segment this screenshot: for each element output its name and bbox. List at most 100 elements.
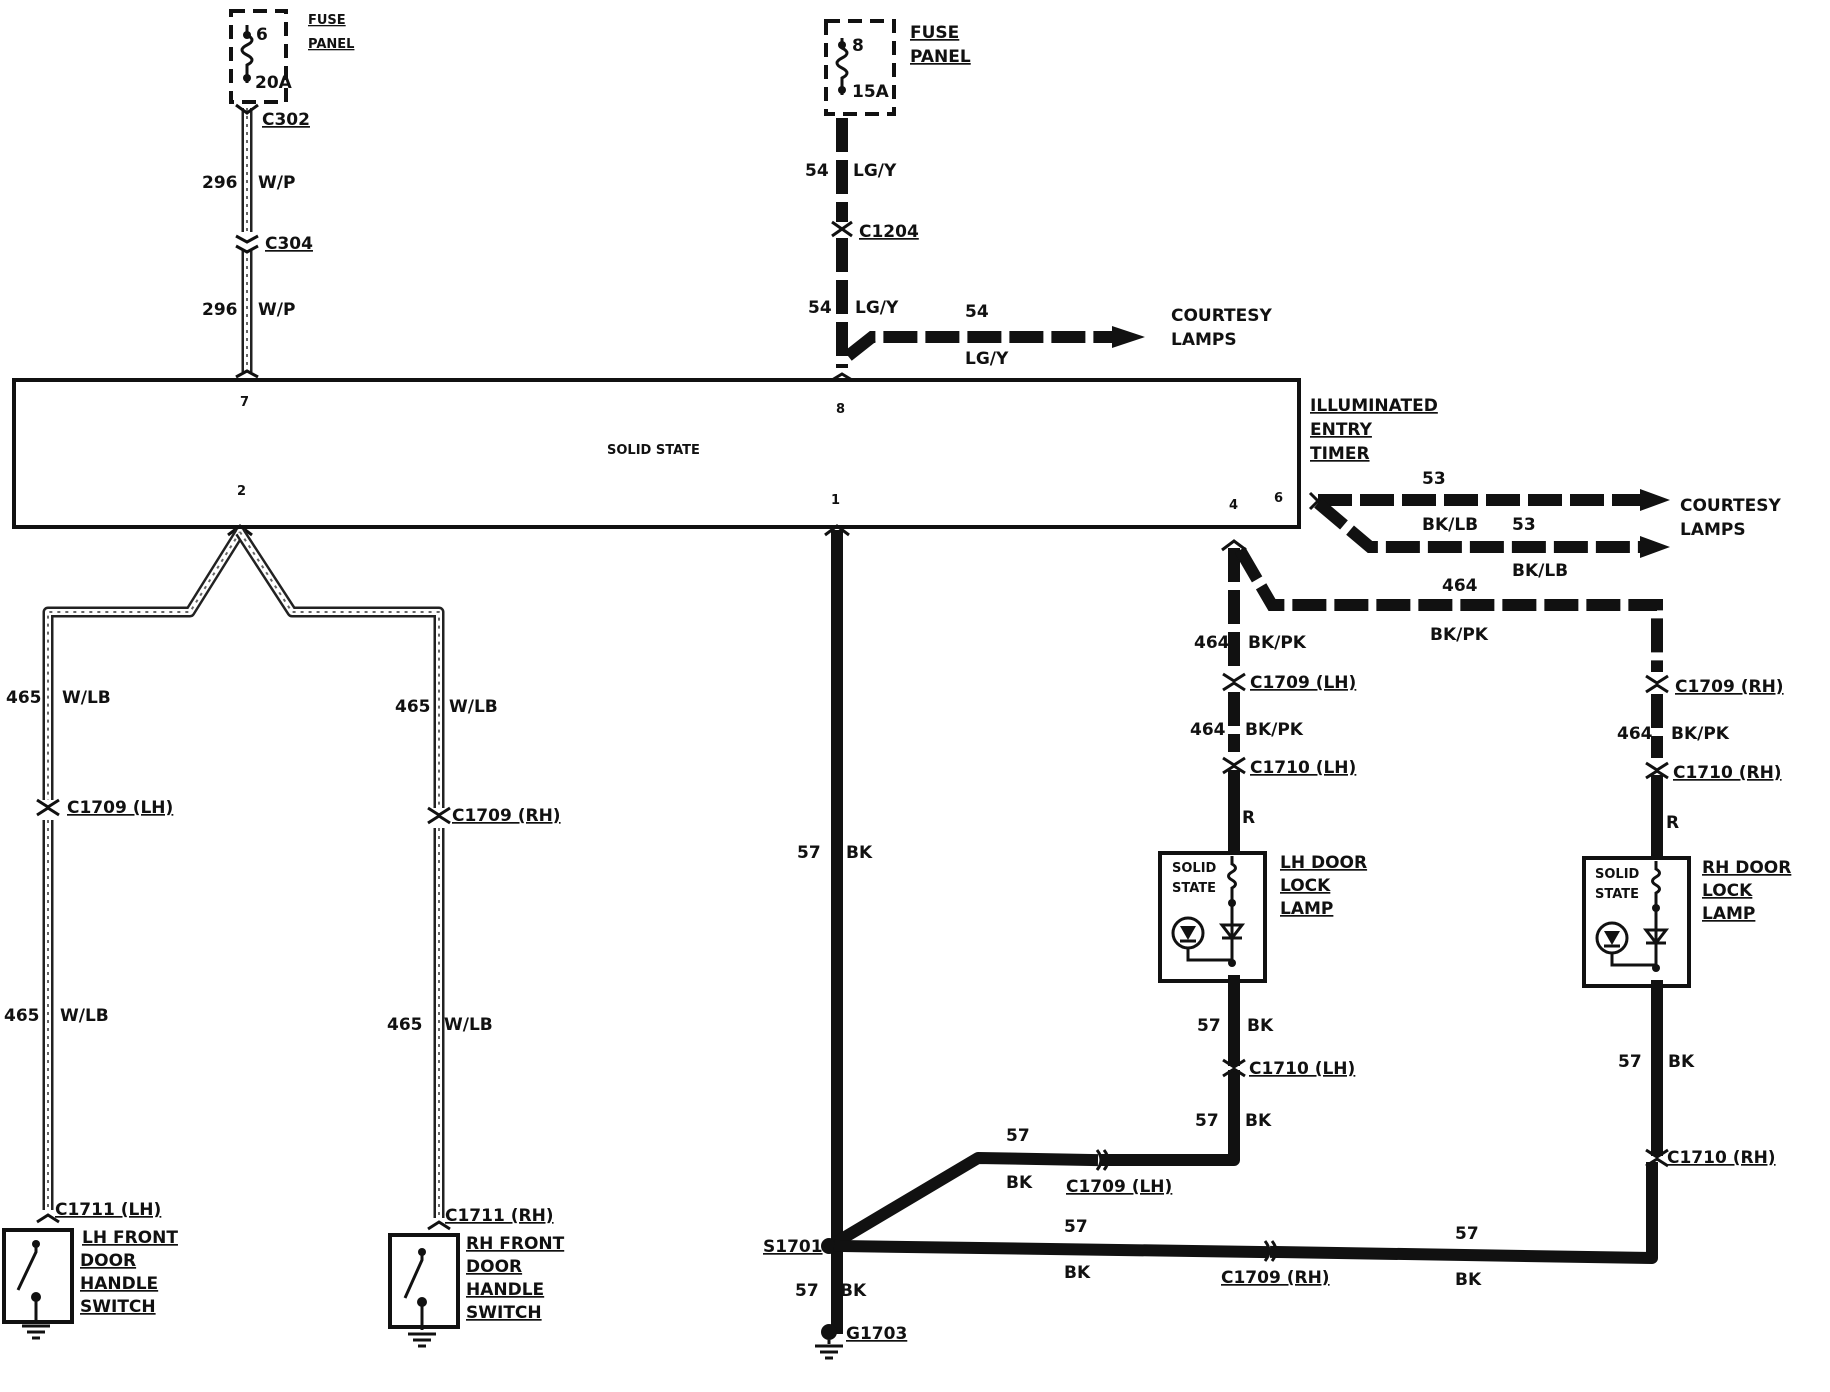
timer-inside-label: SOLID STATE xyxy=(607,443,700,458)
wire-53-num-a: 53 xyxy=(1422,469,1446,489)
rh-lamp-label-3: LAMP xyxy=(1702,904,1755,924)
wire-57-lh-color-b: BK xyxy=(1245,1111,1272,1131)
rh-lamp-label-1: RH DOOR xyxy=(1702,858,1791,878)
rh-lamp-inner-1: SOLID xyxy=(1595,867,1640,882)
wire-53-color-b: BK/LB xyxy=(1512,561,1568,581)
wire-57-num-a: 57 xyxy=(797,843,821,863)
wire-57-lh-color-a: BK xyxy=(1247,1016,1274,1036)
wire-r-rh: R xyxy=(1666,813,1679,833)
rh-door-handle-switch xyxy=(388,1233,460,1348)
wire-57-num-b: 57 xyxy=(795,1281,819,1301)
wire-57-color-a: BK xyxy=(846,843,873,863)
wire-465-color-b: W/LB xyxy=(449,697,498,717)
rh-lamp-label-2: LOCK xyxy=(1702,881,1753,901)
rh-door-lock-lamp xyxy=(1582,856,1691,1168)
connector-c1710-rh-top: C1710 (RH) xyxy=(1673,763,1782,783)
wire-53 xyxy=(1308,489,1670,558)
wire-54-color-c: LG/Y xyxy=(965,349,1009,369)
courtesy-lamps-top-2: LAMPS xyxy=(1171,330,1237,350)
wire-53-color-a: BK/LB xyxy=(1422,515,1478,535)
wire-57-lh-num-a: 57 xyxy=(1197,1016,1221,1036)
fuse-right-label-1: FUSE xyxy=(910,23,959,43)
fuse-left-label-2: PANEL xyxy=(308,37,354,52)
timer-pin-6: 6 xyxy=(1274,491,1283,506)
wire-54-num-c: 54 xyxy=(965,302,989,322)
wire-465-num-d: 465 xyxy=(387,1015,423,1035)
lh-lamp-label-1: LH DOOR xyxy=(1280,853,1367,873)
wire-296-color-b: W/P xyxy=(258,300,295,320)
wire-465-color-d: W/LB xyxy=(444,1015,493,1035)
courtesy-lamps-right-1: COURTESY xyxy=(1680,496,1782,516)
lh-switch-label-2: DOOR xyxy=(80,1251,136,1271)
wire-54-num-a: 54 xyxy=(805,161,829,181)
lh-lamp-label-3: LAMP xyxy=(1280,899,1333,919)
connector-c1711-rh: C1711 (RH) xyxy=(445,1206,554,1226)
fuse-left-label-1: FUSE xyxy=(308,13,346,28)
timer-pin-4: 4 xyxy=(1229,498,1238,513)
fuse-panel-right: 8 15A FUSE PANEL xyxy=(824,19,971,116)
wire-464-color-c: BK/PK xyxy=(1245,720,1304,740)
wire-296-num-a: 296 xyxy=(202,173,238,193)
connector-c1710-lh-bottom: C1710 (LH) xyxy=(1249,1059,1355,1079)
lh-switch-label-1: LH FRONT xyxy=(82,1228,178,1248)
wire-57-color-d: BK xyxy=(1064,1263,1091,1283)
wire-464-num-a: 464 xyxy=(1442,576,1478,596)
wire-54-color-b: LG/Y xyxy=(855,298,899,318)
wire-57-num-c: 57 xyxy=(1006,1126,1030,1146)
lh-lamp-label-2: LOCK xyxy=(1280,876,1331,896)
wire-57-rh-num: 57 xyxy=(1618,1052,1642,1072)
wire-296-color-a: W/P xyxy=(258,173,295,193)
wire-57-ground xyxy=(815,524,1658,1360)
rh-switch-label-3: HANDLE xyxy=(466,1280,544,1300)
connector-c1709-rh-right: C1709 (RH) xyxy=(1675,677,1784,697)
timer-name-1: ILLUMINATED xyxy=(1310,396,1438,416)
wire-464 xyxy=(1221,539,1669,864)
wire-53-num-b: 53 xyxy=(1512,515,1536,535)
lh-lamp-inner-2: STATE xyxy=(1172,881,1216,896)
timer-pin-2: 2 xyxy=(237,484,246,499)
wire-57-color-e: BK xyxy=(1455,1270,1482,1290)
lh-lamp-inner-1: SOLID xyxy=(1172,861,1217,876)
connector-c304: C304 xyxy=(265,234,313,254)
connector-c302: C302 xyxy=(262,110,310,130)
wire-57-color-b: BK xyxy=(840,1281,867,1301)
fuse-right-number: 8 xyxy=(852,36,864,56)
ground-g1703: G1703 xyxy=(846,1324,907,1344)
rh-switch-label-2: DOOR xyxy=(466,1257,522,1277)
fuse-panel-left: 6 20A FUSE PANEL xyxy=(229,9,354,104)
wire-465-num-b: 465 xyxy=(395,697,431,717)
wire-464-color-d: BK/PK xyxy=(1671,724,1730,744)
wire-465 xyxy=(36,524,451,1231)
timer-pin-1: 1 xyxy=(831,493,840,508)
connector-c1204: C1204 xyxy=(859,222,919,242)
lh-switch-label-3: HANDLE xyxy=(80,1274,158,1294)
connector-c1709-lh-left: C1709 (LH) xyxy=(67,798,173,818)
courtesy-lamps-top-1: COURTESY xyxy=(1171,306,1273,326)
timer-pin-8: 8 xyxy=(836,402,845,417)
timer-name-3: TIMER xyxy=(1310,444,1370,464)
lh-door-handle-switch xyxy=(2,1228,74,1340)
rh-switch-label-4: SWITCH xyxy=(466,1303,542,1323)
wire-465-color-c: W/LB xyxy=(60,1006,109,1026)
wire-464-num-c: 464 xyxy=(1190,720,1226,740)
wire-465-num-c: 465 xyxy=(4,1006,40,1026)
wire-296-num-b: 296 xyxy=(202,300,238,320)
rh-lamp-inner-2: STATE xyxy=(1595,887,1639,902)
wire-r-lh: R xyxy=(1242,808,1255,828)
connector-c1710-rh-bottom: C1710 (RH) xyxy=(1667,1148,1776,1168)
connector-c1709-lh-right: C1709 (LH) xyxy=(1250,673,1356,693)
wire-54 xyxy=(831,118,1145,382)
connector-c1709-rh-bottom: C1709 (RH) xyxy=(1221,1268,1330,1288)
connector-c1710-lh-top: C1710 (LH) xyxy=(1250,758,1356,778)
courtesy-lamps-right-2: LAMPS xyxy=(1680,520,1746,540)
connector-c1709-lh-bottom: C1709 (LH) xyxy=(1066,1177,1172,1197)
wire-54-num-b: 54 xyxy=(808,298,832,318)
rh-switch-label-1: RH FRONT xyxy=(466,1234,565,1254)
wire-57-rh-color: BK xyxy=(1668,1052,1695,1072)
wire-465-num-a: 465 xyxy=(6,688,42,708)
illuminated-entry-timer: SOLID STATE 7 8 2 1 4 6 xyxy=(12,378,1301,529)
fuse-right-rating: 15A xyxy=(852,82,890,102)
wire-464-num-d: 464 xyxy=(1617,724,1653,744)
wire-465-color-a: W/LB xyxy=(62,688,111,708)
